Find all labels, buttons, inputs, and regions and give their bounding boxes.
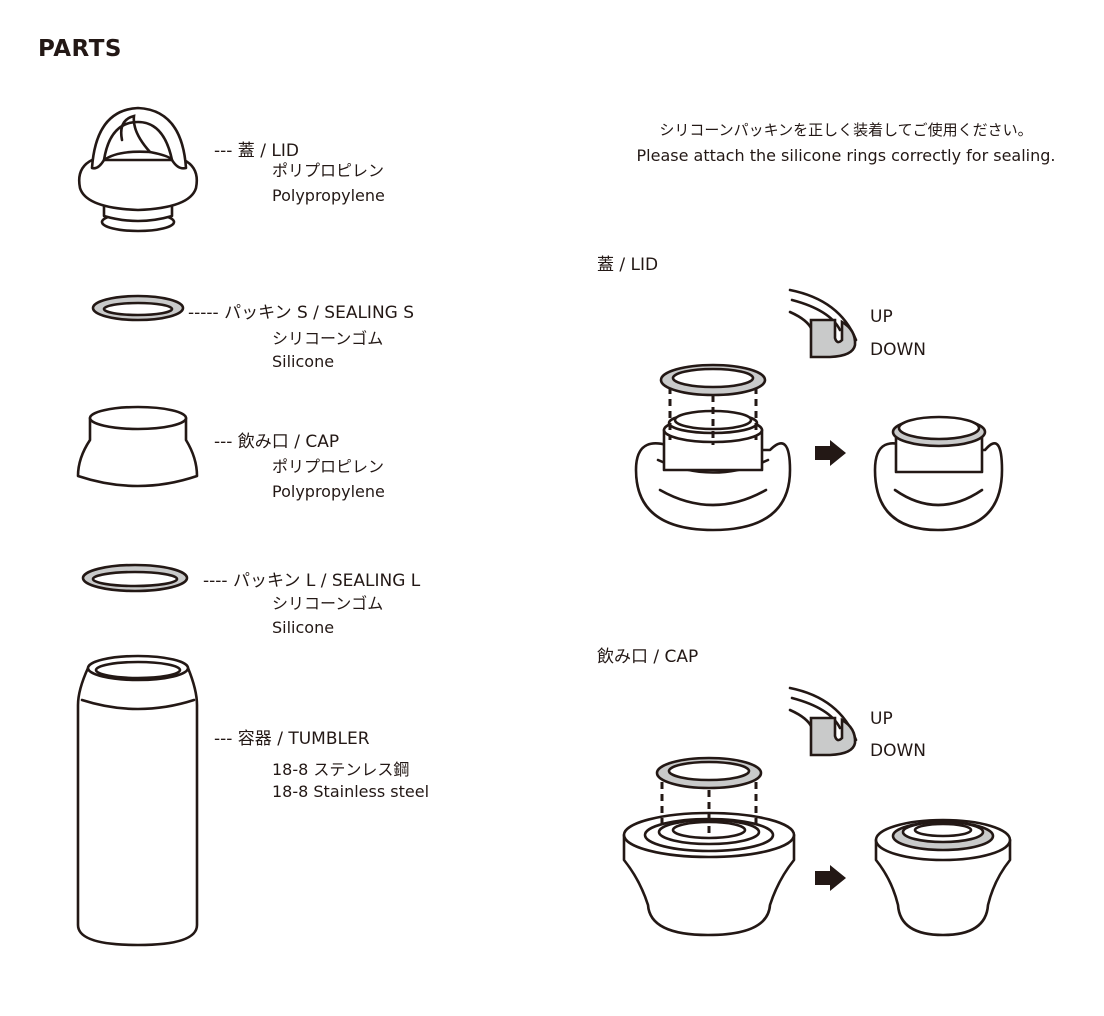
cap-up-label: UP (870, 709, 893, 729)
cap-illustration (76, 405, 199, 488)
tumbler-illustration (76, 654, 199, 947)
cap-ring-after-illustration (874, 818, 1012, 937)
lid-ring-after-illustration (873, 415, 1004, 532)
lid-ring-orientation-detail (788, 288, 858, 359)
instruction-en: Please attach the silicone rings correct… (636, 146, 1056, 165)
lid-illustration (77, 106, 199, 233)
part-material-en-lid: Polypropylene (272, 186, 385, 205)
sealing-s-illustration (91, 294, 185, 322)
cap-arrow-icon (815, 865, 846, 891)
part-label-lid: --- 蓋 / LID (214, 141, 299, 161)
cap-down-label: DOWN (870, 741, 926, 761)
part-material-ja-cap: ポリプロピレン (272, 457, 385, 476)
section-heading-lid: 蓋 / LID (597, 255, 659, 275)
part-material-ja-sealing-l: シリコーンゴム (272, 594, 384, 613)
part-label-tumbler: --- 容器 / TUMBLER (214, 729, 370, 749)
part-label-cap: --- 飲み口 / CAP (214, 432, 340, 452)
lid-down-label: DOWN (870, 340, 926, 360)
part-material-ja-tumbler: 18-8 ステンレス鋼 (272, 760, 410, 779)
lid-ring-before-illustration (634, 363, 792, 532)
page-title: PARTS (38, 36, 122, 62)
sealing-l-illustration (81, 563, 189, 593)
part-material-ja-sealing-s: シリコーンゴム (272, 329, 384, 348)
part-label-sealing-s: ----- パッキン S / SEALING S (188, 303, 415, 323)
part-material-en-cap: Polypropylene (272, 482, 385, 501)
lid-up-label: UP (870, 307, 893, 327)
section-heading-cap: 飲み口 / CAP (597, 647, 699, 667)
cap-ring-before-illustration (622, 756, 796, 937)
part-material-ja-lid: ポリプロピレン (272, 161, 385, 180)
part-material-en-tumbler: 18-8 Stainless steel (272, 782, 430, 801)
instruction-ja: シリコーンパッキンを正しく装着してご使用ください。 (659, 121, 1033, 139)
part-material-en-sealing-l: Silicone (272, 618, 335, 637)
part-material-en-sealing-s: Silicone (272, 352, 335, 371)
cap-ring-orientation-detail (788, 686, 858, 757)
lid-arrow-icon (815, 440, 846, 466)
part-label-sealing-l: ---- パッキン L / SEALING L (203, 571, 421, 591)
